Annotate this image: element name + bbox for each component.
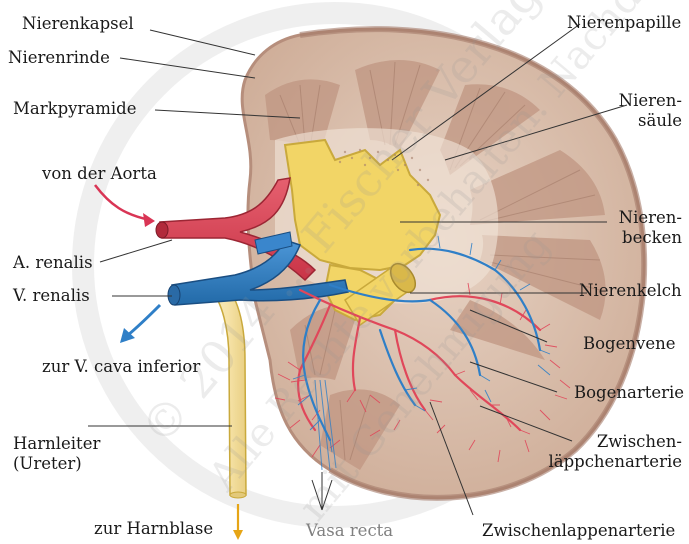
- arrow-to-vena-cava: [120, 305, 160, 343]
- label-bogenarterie: Bogenarterie: [574, 383, 684, 403]
- label-nierenbecken-2: becken: [622, 228, 682, 248]
- label-zur-harnblase: zur Harnblase: [94, 519, 213, 539]
- label-markpyramide: Markpyramide: [13, 99, 136, 119]
- label-vasa-recta: Vasa recta: [306, 521, 393, 541]
- label-nierenkapsel: Nierenkapsel: [22, 14, 134, 34]
- label-zwischenlaeppchen-1: Zwischen-: [597, 432, 682, 452]
- label-nierenbecken-1: Nieren-: [619, 208, 682, 228]
- label-nierensaeule-2: säule: [638, 111, 682, 131]
- label-nierensaeule-1: Nieren-: [619, 91, 682, 111]
- label-v-renalis: V. renalis: [13, 286, 90, 306]
- label-ureter: (Ureter): [13, 454, 82, 474]
- label-nierenrinde: Nierenrinde: [8, 48, 110, 68]
- label-harnleiter: Harnleiter: [13, 434, 100, 454]
- label-a-renalis: A. renalis: [13, 253, 93, 273]
- label-bogenvene: Bogenvene: [583, 334, 676, 354]
- label-zwischenlappenarterie: Zwischenlappenarterie: [482, 521, 675, 541]
- label-von-der-aorta: von der Aorta: [42, 164, 157, 184]
- label-nierenkelch: Nierenkelch: [579, 281, 682, 301]
- label-zwischenlaeppchen-2: läppchenarterie: [548, 452, 682, 472]
- label-zur-v-cava: zur V. cava inferior: [42, 357, 200, 377]
- label-nierenpapille: Nierenpapille: [567, 13, 681, 33]
